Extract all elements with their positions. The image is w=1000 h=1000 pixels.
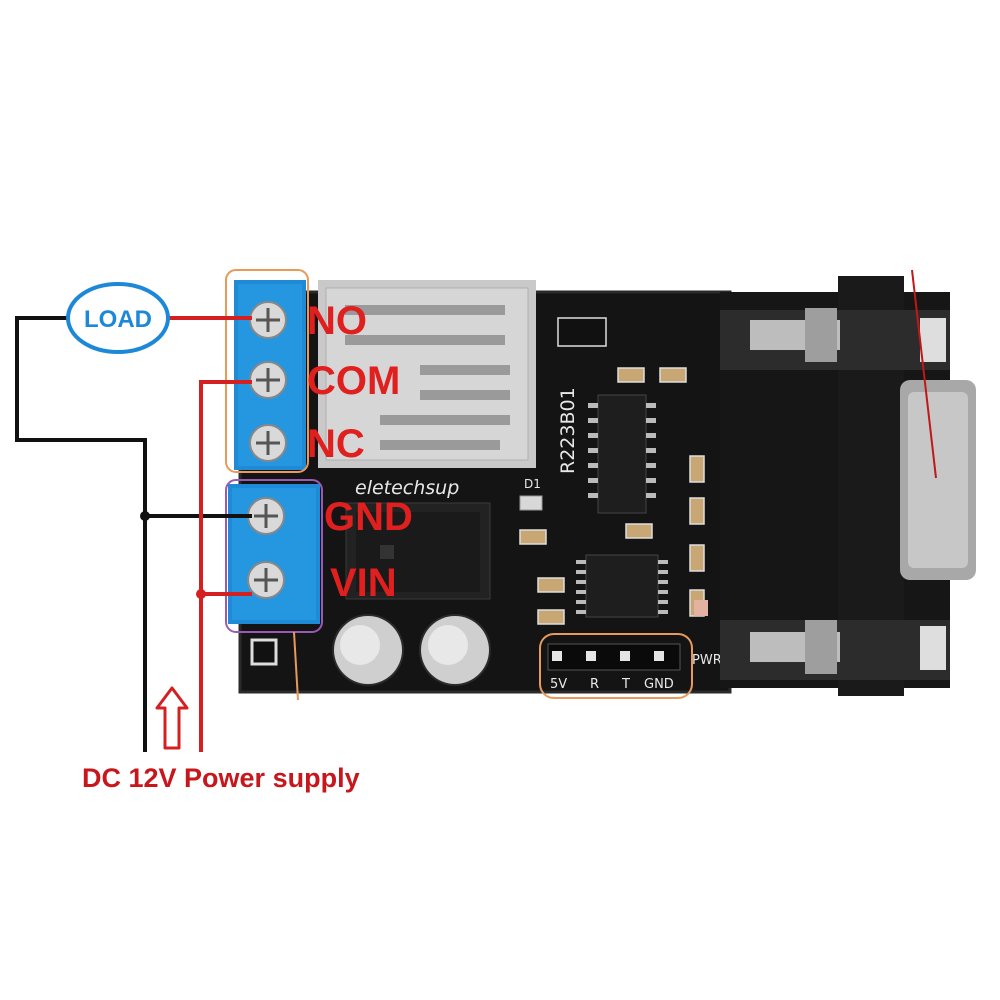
terminal-label-no: NO	[307, 299, 367, 343]
wire-junction	[140, 511, 150, 521]
load-label: LOAD	[84, 306, 152, 333]
wire-junction	[196, 589, 206, 599]
model-silkscreen: R223B01	[557, 387, 579, 474]
terminal-label-nc: NC	[307, 422, 365, 466]
load-ellipse	[66, 282, 170, 354]
terminal-label-gnd: GND	[324, 495, 413, 539]
connector-indicator-line	[911, 269, 937, 479]
power-supply-caption: DC 12V Power supply	[82, 763, 360, 793]
terminal-screw-vin	[247, 561, 285, 599]
relay-terminal-outline	[225, 269, 309, 473]
db9-screw	[750, 308, 840, 362]
led-label: D1	[524, 477, 541, 491]
brand-silkscreen: eletechsup	[355, 477, 459, 499]
header-pin-label: 5V	[550, 677, 567, 692]
power-terminal-outline	[225, 479, 323, 633]
pwr-label: PWR	[692, 653, 722, 668]
terminal-screw-no	[249, 301, 287, 339]
led-d1	[519, 495, 543, 511]
up-arrow-icon	[155, 686, 189, 750]
voltage-regulator	[345, 502, 491, 600]
capacitor	[332, 614, 404, 686]
terminal-indicator-line	[293, 631, 299, 701]
wire-black	[15, 316, 252, 752]
header-pins	[547, 643, 681, 671]
relay-component	[318, 280, 536, 468]
header-pin-label: GND	[644, 677, 674, 692]
db9-screw	[750, 620, 840, 674]
terminal-screw-nc	[249, 424, 287, 462]
header-pin-label: T	[621, 677, 630, 692]
ic-chip	[576, 554, 668, 618]
ic-chip	[588, 394, 656, 514]
terminal-label-vin: VIN	[330, 561, 397, 605]
terminal-label-com: COM	[307, 359, 400, 403]
smd-components	[519, 317, 705, 625]
header-pin-label: R	[590, 677, 599, 692]
capacitor	[419, 614, 491, 686]
header-outline	[539, 633, 693, 699]
pwr-led	[694, 600, 708, 616]
terminal-screw-gnd	[247, 497, 285, 535]
wire-red	[160, 316, 252, 752]
board-pad	[250, 638, 278, 666]
terminal-screw-com	[249, 361, 287, 399]
